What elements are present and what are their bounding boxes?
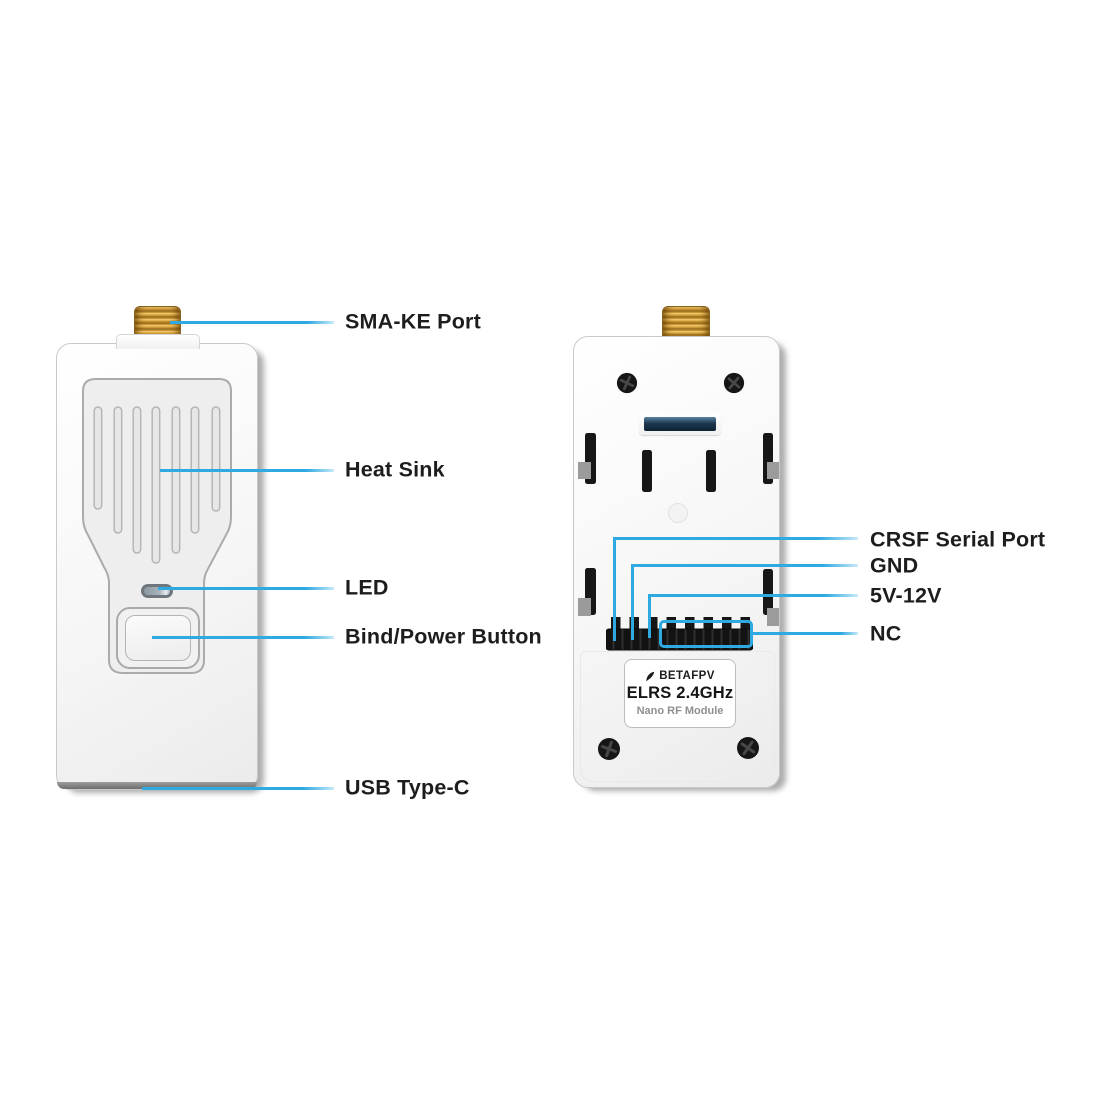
top-slot-frame xyxy=(639,413,721,435)
edge-notch-bottom-left xyxy=(578,598,591,616)
led-lens xyxy=(144,587,170,595)
screw-bottom-right xyxy=(737,737,759,759)
edge-slot-bottom-right xyxy=(763,569,773,615)
pin-tooth xyxy=(629,617,639,631)
heatsink-rib xyxy=(171,406,181,554)
pin-tooth xyxy=(666,617,676,631)
callout-drop-power xyxy=(648,594,651,638)
label-usb-type-c: USB Type-C xyxy=(345,775,470,800)
usb-type-c-edge xyxy=(57,782,257,789)
heatsink-panel xyxy=(82,378,232,674)
callout-line-nc xyxy=(752,632,858,635)
callout-line-sma xyxy=(170,321,334,324)
screw-top-left xyxy=(616,372,638,394)
model-subtitle: Nano RF Module xyxy=(636,705,724,717)
pin-tooth xyxy=(648,617,658,631)
edge-slot-top-left xyxy=(585,433,596,484)
heatsink-rib xyxy=(132,406,142,554)
product-label-panel: BETAFPV ELRS 2.4GHz Nano RF Module xyxy=(624,659,736,728)
callout-line-power xyxy=(648,594,858,597)
heatsink-rib xyxy=(93,406,103,510)
heatsink-rib xyxy=(211,406,221,512)
callout-line-bind xyxy=(152,636,334,639)
edge-notch-top-left xyxy=(578,462,591,479)
callout-line-gnd xyxy=(631,564,858,567)
label-sma-ke-port: SMA-KE Port xyxy=(345,309,481,334)
pin-tooth xyxy=(740,617,750,631)
heatsink-rib xyxy=(151,406,161,564)
callout-line-usb xyxy=(142,787,334,790)
pin-tooth xyxy=(722,617,732,631)
edge-slot-bottom-left xyxy=(585,568,596,615)
label-5v-12v: 5V-12V xyxy=(870,583,942,608)
pin-header xyxy=(606,617,753,651)
betafpv-feather-icon xyxy=(646,671,655,681)
heatsink-rib xyxy=(113,406,123,534)
label-nc: NC xyxy=(870,621,902,646)
brand-name: BETAFPV xyxy=(659,670,715,682)
mid-slot-right xyxy=(706,450,716,492)
pin-tooth xyxy=(685,617,695,631)
callout-drop-crsf xyxy=(613,537,616,641)
bottom-cover-seam xyxy=(580,651,775,782)
model-name: ELRS 2.4GHz xyxy=(626,684,734,702)
label-crsf-serial-port: CRSF Serial Port xyxy=(870,527,1046,552)
back-sma-port xyxy=(662,306,710,339)
screw-top-right xyxy=(723,372,745,394)
label-gnd: GND xyxy=(870,553,919,578)
label-heat-sink: Heat Sink xyxy=(345,457,445,482)
pin-tooth xyxy=(703,617,713,631)
back-module-body: BETAFPV ELRS 2.4GHz Nano RF Module xyxy=(573,336,780,788)
label-bind-power-button: Bind/Power Button xyxy=(345,624,542,649)
edge-notch-top-right xyxy=(767,462,779,479)
pin-header-base xyxy=(606,628,753,651)
nc-highlight-box xyxy=(659,620,753,648)
center-dimple xyxy=(668,503,688,523)
brand-row: BETAFPV xyxy=(645,670,715,682)
front-sma-collar xyxy=(116,334,200,349)
mid-slot-left xyxy=(642,450,652,492)
screw-bottom-left xyxy=(598,738,620,760)
label-led: LED xyxy=(345,575,389,600)
callout-line-heatsink xyxy=(160,469,334,472)
callout-line-crsf xyxy=(613,537,858,540)
edge-notch-bottom-right xyxy=(767,608,779,626)
edge-slot-top-right xyxy=(763,433,773,484)
callout-line-led xyxy=(158,587,334,590)
front-module-body xyxy=(56,343,258,790)
top-slot xyxy=(644,417,716,431)
callout-drop-gnd xyxy=(631,564,634,640)
